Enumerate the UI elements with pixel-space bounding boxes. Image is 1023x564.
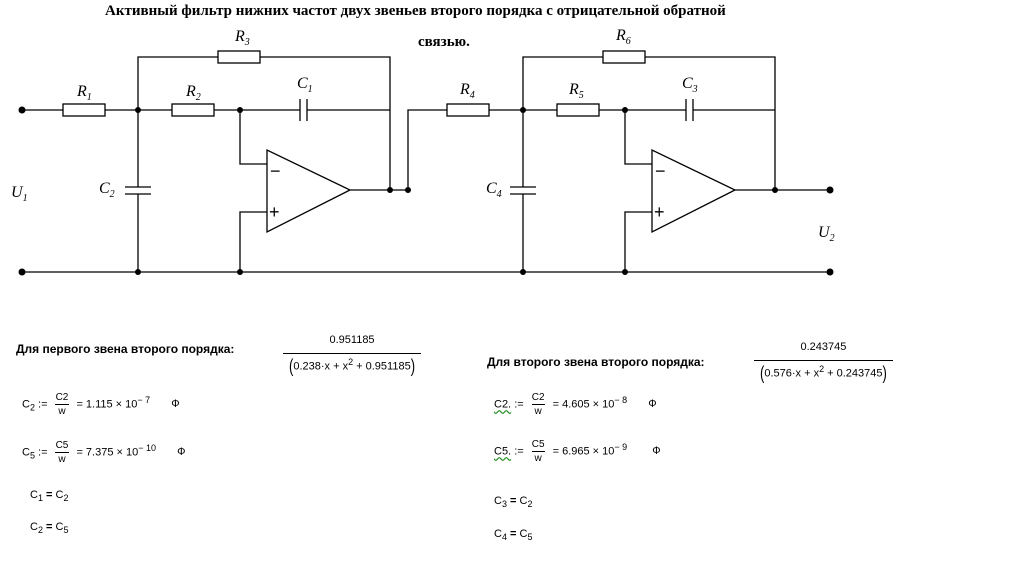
terminal-in-top (18, 106, 26, 114)
label-c1: C1 (297, 75, 313, 95)
section1-transfer-function: 0.951185 (0.238·x + x2 + 0.951185) (283, 334, 422, 376)
label-r5: R5 (568, 81, 584, 101)
junction (237, 269, 243, 275)
section2-header: Для второго звена второго порядка: (487, 355, 705, 369)
section2-eq-c3: C3 = C2 (494, 495, 533, 510)
opamp-2 (651, 148, 737, 234)
label-r4: R4 (459, 81, 475, 101)
junction (135, 269, 141, 275)
title-line-2: связью. (418, 34, 470, 50)
wire (260, 56, 391, 190)
junction (622, 107, 628, 113)
opamp-2-minus: − (655, 161, 666, 181)
resistor-r4 (446, 103, 490, 117)
label-u2: U2 (818, 224, 835, 244)
junction (520, 107, 526, 113)
wire (239, 110, 267, 165)
capacitor-c1-plates (299, 99, 308, 121)
circuit-diagram: R1 R2 R3 R4 R5 R6 C1 C2 C3 C4 U1 U2 − + … (11, 27, 835, 276)
opamp-1-minus: − (270, 161, 281, 181)
label-r1: R1 (76, 83, 92, 103)
section1-header: Для первого звена второго порядка: (16, 342, 235, 356)
resistor-r3 (217, 50, 261, 64)
section1-eq-c2-assign: C2 = C5 (30, 521, 69, 536)
capacitor-c4-plates (510, 186, 536, 195)
terminal-out-bottom (826, 268, 834, 276)
label-r2: R2 (185, 83, 201, 103)
section2-transfer-function: 0.243745 (0.576·x + x2 + 0.243745) (754, 341, 893, 383)
label-r3: R3 (234, 28, 250, 48)
section1-eq-c1: C1 = C2 (30, 489, 69, 504)
resistor-r6 (602, 50, 646, 64)
junction (520, 269, 526, 275)
opamp-1-plus: + (269, 202, 280, 222)
resistor-r2 (171, 103, 215, 117)
label-c3: C3 (682, 75, 698, 95)
capacitor-c2-plates (125, 186, 151, 195)
junction (772, 187, 778, 193)
resistor-r1 (62, 103, 106, 117)
opamp-1 (266, 148, 352, 234)
junction (405, 187, 411, 193)
wire (624, 211, 652, 272)
title-line-1: Активный фильтр нижних частот двух звень… (105, 3, 726, 19)
wire (645, 56, 776, 190)
wire (522, 56, 603, 110)
wire (239, 211, 267, 272)
wire (624, 110, 652, 165)
label-c2: C2 (99, 180, 115, 200)
junction (622, 269, 628, 275)
junction (135, 107, 141, 113)
resistor-r5 (556, 103, 600, 117)
label-u1: U1 (11, 184, 28, 204)
wire (407, 109, 447, 190)
label-c4: C4 (486, 180, 502, 200)
label-r6: R6 (615, 27, 631, 47)
opamp-2-plus: + (654, 202, 665, 222)
capacitor-c3-plates (685, 99, 694, 121)
junction (237, 107, 243, 113)
junction (387, 187, 393, 193)
wire (137, 56, 218, 110)
terminal-out-top (826, 186, 834, 194)
terminal-in-bottom (18, 268, 26, 276)
section2-eq-c4: C4 = C5 (494, 528, 533, 543)
